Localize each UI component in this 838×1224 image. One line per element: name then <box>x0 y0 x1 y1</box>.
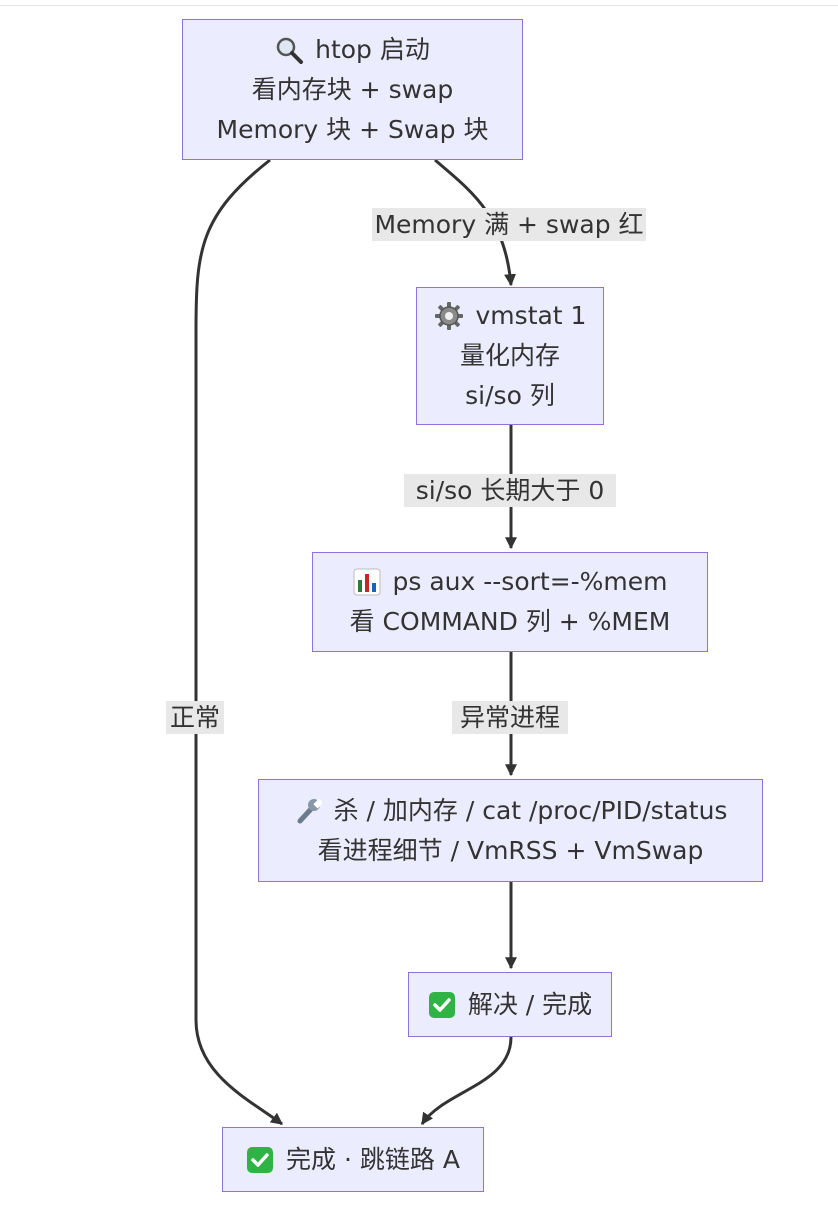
node-vmstat-line2: 量化内存 <box>459 341 560 370</box>
node-done-title: 完成 · 跳链路 A <box>286 1144 460 1174</box>
node-solved-title: 解决 / 完成 <box>467 989 593 1019</box>
node-vmstat: vmstat 1 量化内存 si/so 列 <box>416 287 604 425</box>
magnifier-icon <box>275 36 304 64</box>
node-solved: 解决 / 完成 <box>408 972 612 1037</box>
edge-label-vmstat-ps: si/so 长期大于 0 <box>404 474 616 507</box>
wrench-icon <box>294 797 322 825</box>
node-htop-start: htop 启动 看内存块 + swap Memory 块 + Swap 块 <box>182 19 523 160</box>
node-vmstat-title: vmstat 1 <box>475 301 587 330</box>
edge-label-ps-fix: 异常进程 <box>452 701 568 734</box>
bar-chart-icon <box>353 568 381 596</box>
edge-htop-done <box>194 158 283 1126</box>
edge-label-htop-vmstat: Memory 满 + swap 红 <box>372 208 646 241</box>
top-divider <box>0 5 838 6</box>
node-fix-line2: 看进程细节 / VmRSS + VmSwap <box>317 835 704 865</box>
node-ps-aux: ps aux --sort=-%mem 看 COMMAND 列 + %MEM <box>312 552 708 652</box>
node-htop-line2: 看内存块 + swap <box>251 74 454 104</box>
edge-htop-vmstat <box>434 158 517 287</box>
node-htop-line3: Memory 块 + Swap 块 <box>216 114 489 144</box>
gear-icon <box>434 301 464 331</box>
node-vmstat-line3: si/so 列 <box>465 381 555 410</box>
edge-solved-done <box>420 1036 513 1125</box>
node-ps-line2: 看 COMMAND 列 + %MEM <box>349 607 671 636</box>
node-fix-actions: 杀 / 加内存 / cat /proc/PID/status 看进程细节 / V… <box>258 779 763 882</box>
node-done: 完成 · 跳链路 A <box>222 1127 484 1192</box>
check-mark-icon <box>246 1146 274 1174</box>
node-htop-title: htop 启动 <box>315 34 430 64</box>
check-mark-icon <box>428 991 456 1019</box>
node-fix-title: 杀 / 加内存 / cat /proc/PID/status <box>333 795 728 825</box>
node-ps-title: ps aux --sort=-%mem <box>392 567 668 596</box>
edge-label-htop-done: 正常 <box>166 701 224 734</box>
